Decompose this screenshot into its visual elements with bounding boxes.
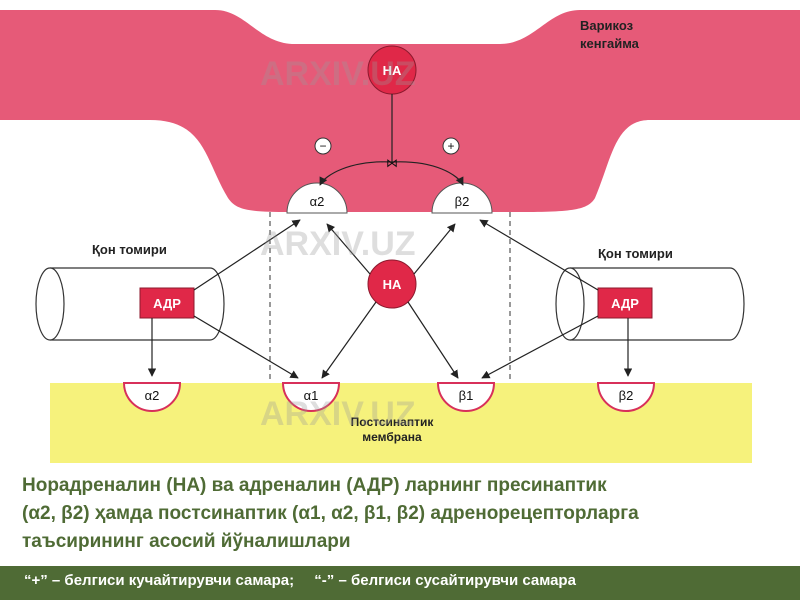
watermark-2: ARXIV.UZ [260, 225, 416, 263]
watermark-3: ARXIV.UZ [260, 395, 416, 433]
varicose-ending [0, 10, 800, 212]
caption-line-1: Норадреналин (НА) ва адреналин (АДР) лар… [22, 475, 607, 496]
diagram-caption: Норадреналин (НА) ва адреналин (АДР) лар… [22, 472, 792, 556]
left-vessel [50, 267, 210, 341]
receptor-post-alpha2-label: α2 [145, 388, 160, 403]
receptor-post-beta2 [596, 382, 656, 412]
plus-sign-circle [442, 137, 460, 155]
adr-label-left: АДР [153, 296, 181, 311]
arrow-na-to-post-alpha1 [321, 301, 377, 379]
right-vessel [570, 267, 730, 341]
receptor-post-beta1 [436, 382, 496, 412]
arrow-na-to-pre-alpha2 [326, 223, 371, 275]
receptor-pre-alpha2-label: α2 [310, 194, 325, 209]
plus-sign: + [447, 139, 454, 153]
arrow-adr-right-to-post-beta1 [481, 315, 599, 379]
receptor-post-alpha1 [281, 382, 341, 412]
postsynaptic-label-line1: Постсинаптик [351, 415, 435, 429]
adr-label-right: АДР [611, 296, 639, 311]
postsynaptic-label-line2: мембрана [362, 430, 422, 444]
arrow-adr-left-to-pre-alpha2 [193, 219, 301, 291]
arrow-na-to-pre-beta2 [413, 223, 456, 275]
varicose-label-line1: Варикоз [580, 18, 634, 33]
arrow-na-to-post-beta1 [407, 301, 459, 379]
varicose-label-line2: кенгайма [580, 36, 640, 51]
caption-line-3: таъсирининг асосий йўналишлари [22, 531, 351, 552]
adr-box-left [139, 287, 195, 319]
left-vessel-label: Қон томири [92, 242, 167, 257]
na-label-presynaptic: НА [383, 63, 402, 78]
footer-bar [0, 566, 800, 600]
right-vessel-label: Қон томири [598, 246, 673, 261]
right-vessel-start [555, 267, 585, 341]
footer-minus-meaning: “-” – белгиси сусайтирувчи самара [314, 572, 576, 589]
arrow-adr-left-to-post-alpha1 [193, 315, 299, 379]
arrow-adr-right-to-pre-beta2 [479, 219, 599, 291]
minus-sign-circle [314, 137, 332, 155]
na-circle-cleft [367, 259, 417, 309]
feedback-arc-right [391, 161, 464, 186]
footer-legend: “+” – белгиси кучайтирувчи самара; “-” –… [24, 572, 592, 589]
receptor-pre-beta2-label: β2 [455, 194, 470, 209]
receptor-pre-alpha2 [286, 182, 348, 214]
receptor-post-alpha1-label: α1 [304, 388, 319, 403]
receptor-post-alpha2 [122, 382, 182, 412]
footer-plus-meaning: “+” – белгиси кучайтирувчи самара; [24, 572, 295, 589]
receptor-pre-beta2 [431, 182, 493, 214]
receptor-post-beta2-label: β2 [619, 388, 634, 403]
watermark-group: ARXIV.UZ ARXIV.UZ ARXIV.UZ [260, 55, 416, 433]
right-vessel-opening [729, 267, 745, 341]
left-vessel-end [35, 267, 65, 341]
bowtie-icon: ⋈ [386, 156, 398, 170]
left-vessel-opening [209, 267, 225, 341]
na-label-cleft: НА [383, 277, 402, 292]
minus-sign: − [319, 139, 326, 153]
adr-box-right [597, 287, 653, 319]
feedback-arc-left [319, 161, 393, 186]
watermark-1: ARXIV.UZ [260, 55, 416, 93]
receptor-post-beta1-label: β1 [459, 388, 474, 403]
caption-line-2: (α2, β2) ҳамда постсинаптик (α1, α2, β1,… [22, 503, 639, 524]
